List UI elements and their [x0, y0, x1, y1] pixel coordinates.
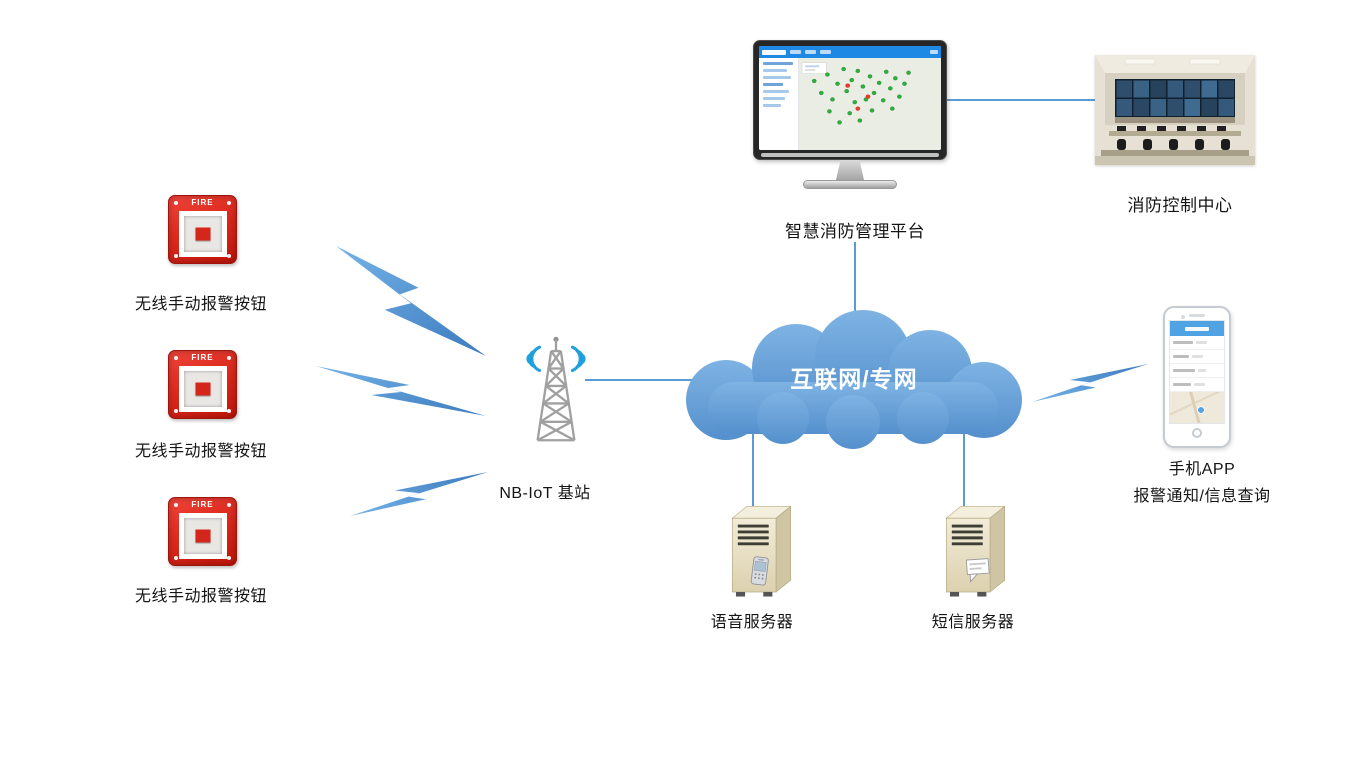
- phone-home-button: [1192, 428, 1202, 438]
- mobile-app-label-2: 报警通知/信息查询: [1133, 488, 1271, 505]
- phone-list-row: [1170, 364, 1224, 378]
- monitor-chin: [761, 153, 939, 157]
- platform-monitor-icon: [753, 40, 947, 189]
- screen-map: [799, 58, 941, 150]
- screen-menu-bar: [820, 50, 831, 54]
- wireless-alarm-button-icon: FIRE: [168, 195, 237, 264]
- wireless-alarm-button-icon: FIRE: [168, 497, 237, 566]
- screen-sidebar: [759, 58, 799, 150]
- fire-device-plate: [195, 529, 210, 543]
- lightning-icon: [1032, 364, 1148, 402]
- screw-dot: [227, 356, 231, 360]
- fire-device-window: [178, 210, 227, 257]
- voice-server-label: 语音服务器: [710, 614, 794, 631]
- alarm-button-label: 无线手动报警按钮: [134, 443, 267, 460]
- phone-speaker: [1189, 314, 1205, 317]
- fire-device-window: [178, 512, 227, 559]
- sidebar-bar: [763, 90, 789, 93]
- screw-dot: [174, 503, 178, 507]
- fire-device-text: FIRE: [191, 353, 214, 362]
- nbiot-tower-icon: [500, 322, 612, 448]
- phone-camera-dot: [1181, 315, 1185, 319]
- phone-list-row: [1170, 336, 1224, 350]
- fire-device-plate: [195, 382, 210, 396]
- alarm-button-label: 无线手动报警按钮: [134, 588, 267, 605]
- screw-dot: [174, 254, 178, 258]
- screw-dot: [174, 356, 178, 360]
- fire-device-text: FIRE: [191, 500, 214, 509]
- screw-dot: [174, 409, 178, 413]
- lightning-icon: [350, 472, 488, 516]
- message-bubble-icon: [965, 558, 990, 583]
- sms-server-icon: [928, 500, 1012, 602]
- screen-topbar: [759, 46, 941, 58]
- screen-menu-bar: [790, 50, 801, 54]
- mobile-phone-icon: [1163, 306, 1231, 448]
- connector-basestation-to-cloud: [585, 379, 715, 381]
- monitor-frame: [753, 40, 947, 160]
- handset-phone-icon: [750, 556, 769, 586]
- screen-menu-bar: [930, 50, 938, 54]
- fire-device-text: FIRE: [191, 198, 214, 207]
- sidebar-bar: [763, 62, 793, 65]
- sidebar-bar: [763, 83, 783, 86]
- base-station-label: NB-IoT 基站: [499, 485, 591, 502]
- monitor-screen: [759, 46, 941, 150]
- sidebar-bar: [763, 69, 787, 72]
- voice-server-icon: [714, 500, 798, 602]
- monitor-stand-base: [803, 180, 897, 189]
- phone-app-title-bar: [1185, 326, 1209, 331]
- screen-logo-bar: [762, 49, 786, 55]
- phone-app-header: [1170, 321, 1224, 336]
- phone-screen: [1169, 320, 1225, 424]
- connector-cloud-to-voice-server: [752, 430, 754, 506]
- connector-cloud-to-sms-server: [963, 430, 965, 506]
- control-center-photo: [1095, 55, 1255, 165]
- control-center-label: 消防控制中心: [1127, 196, 1233, 215]
- sms-server-label: 短信服务器: [931, 614, 1015, 631]
- fire-device-window: [178, 365, 227, 412]
- lightning-icon: [336, 246, 486, 356]
- connector-platform-to-cloud: [854, 242, 856, 320]
- phone-map-area: [1170, 392, 1224, 423]
- screen-menu-bar: [805, 50, 816, 54]
- sidebar-bar: [763, 104, 781, 107]
- wireless-alarm-button-icon: FIRE: [168, 350, 237, 419]
- screw-dot: [227, 556, 231, 560]
- phone-list-row: [1170, 378, 1224, 392]
- screw-dot: [227, 254, 231, 258]
- lightning-icon: [316, 366, 486, 416]
- map-pin-dot: [1197, 405, 1205, 414]
- phone-list-row: [1170, 350, 1224, 364]
- sidebar-bar: [763, 76, 791, 79]
- screw-dot: [174, 556, 178, 560]
- fire-device-plate: [195, 227, 210, 241]
- screw-dot: [227, 409, 231, 413]
- screw-dot: [227, 201, 231, 205]
- connector-platform-to-control-center: [947, 99, 1095, 101]
- sidebar-bar: [763, 97, 785, 100]
- screw-dot: [227, 503, 231, 507]
- screen-body: [759, 58, 941, 150]
- platform-label: 智慧消防管理平台: [785, 222, 925, 241]
- internet-cloud: 互联网/专网: [678, 310, 1030, 452]
- alarm-button-label: 无线手动报警按钮: [134, 296, 267, 313]
- mobile-app-label-1: 手机APP: [1168, 461, 1236, 478]
- screw-dot: [174, 201, 178, 205]
- monitor-stand-neck: [836, 160, 864, 180]
- cloud-label: 互联网/专网: [790, 366, 918, 392]
